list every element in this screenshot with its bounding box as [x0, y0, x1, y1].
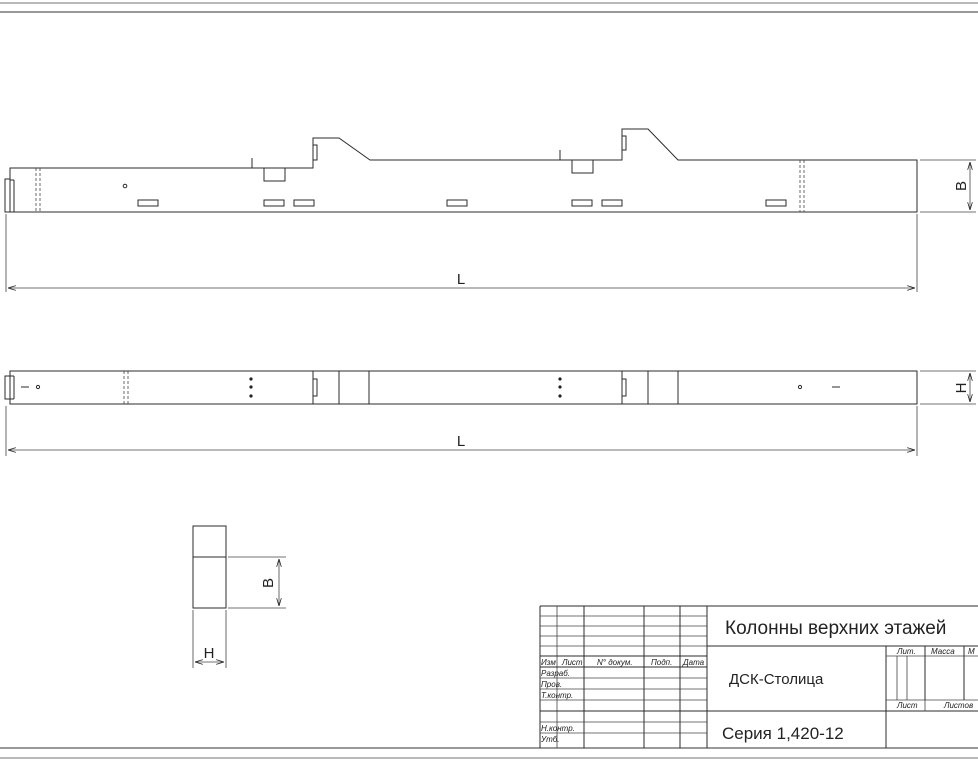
- tb-mass-label: Масса: [931, 647, 955, 656]
- column-cross-section: [192, 525, 286, 668]
- tb-header-date: Дата: [682, 658, 705, 667]
- series-label: Серия 1,420-12: [722, 724, 844, 743]
- top-height-label: H: [953, 383, 970, 394]
- tb-row-nkontr: Н.контр.: [541, 724, 575, 733]
- tb-header-list: Лист: [561, 658, 583, 667]
- tb-sheet-label: Лист: [896, 701, 918, 710]
- front-length-label: L: [457, 271, 465, 288]
- tb-row-razrab: Разраб.: [541, 669, 570, 678]
- top-length-dimension: [5, 406, 918, 456]
- tb-sheets-label: Листов: [943, 701, 973, 710]
- tb-row-tkontr: Т.контр.: [541, 691, 573, 700]
- front-length-dimension: [5, 214, 918, 292]
- top-height-dimension: [920, 370, 976, 405]
- tb-header-sign: Подп.: [651, 658, 672, 667]
- drawing-title: Колонны верхних этажей: [725, 618, 946, 639]
- tb-lit-label: Лит.: [896, 647, 916, 656]
- column-front-view: [4, 128, 918, 213]
- column-top-view: [4, 370, 918, 405]
- top-length-label: L: [457, 433, 465, 450]
- organization-name: ДСК-Столица: [729, 671, 824, 688]
- front-width-label: B: [953, 181, 970, 191]
- tb-row-utv: Утб.: [540, 735, 560, 744]
- tb-header-izm: Изм: [541, 658, 556, 667]
- tb-row-prov: Пров.: [541, 680, 562, 689]
- front-width-dimension: [920, 159, 976, 213]
- tb-header-doc: N° докум.: [597, 658, 633, 667]
- section-width-label: B: [260, 578, 277, 588]
- title-block: [539, 605, 978, 748]
- section-height-label: H: [204, 645, 215, 662]
- tb-scale-label: М: [968, 647, 975, 656]
